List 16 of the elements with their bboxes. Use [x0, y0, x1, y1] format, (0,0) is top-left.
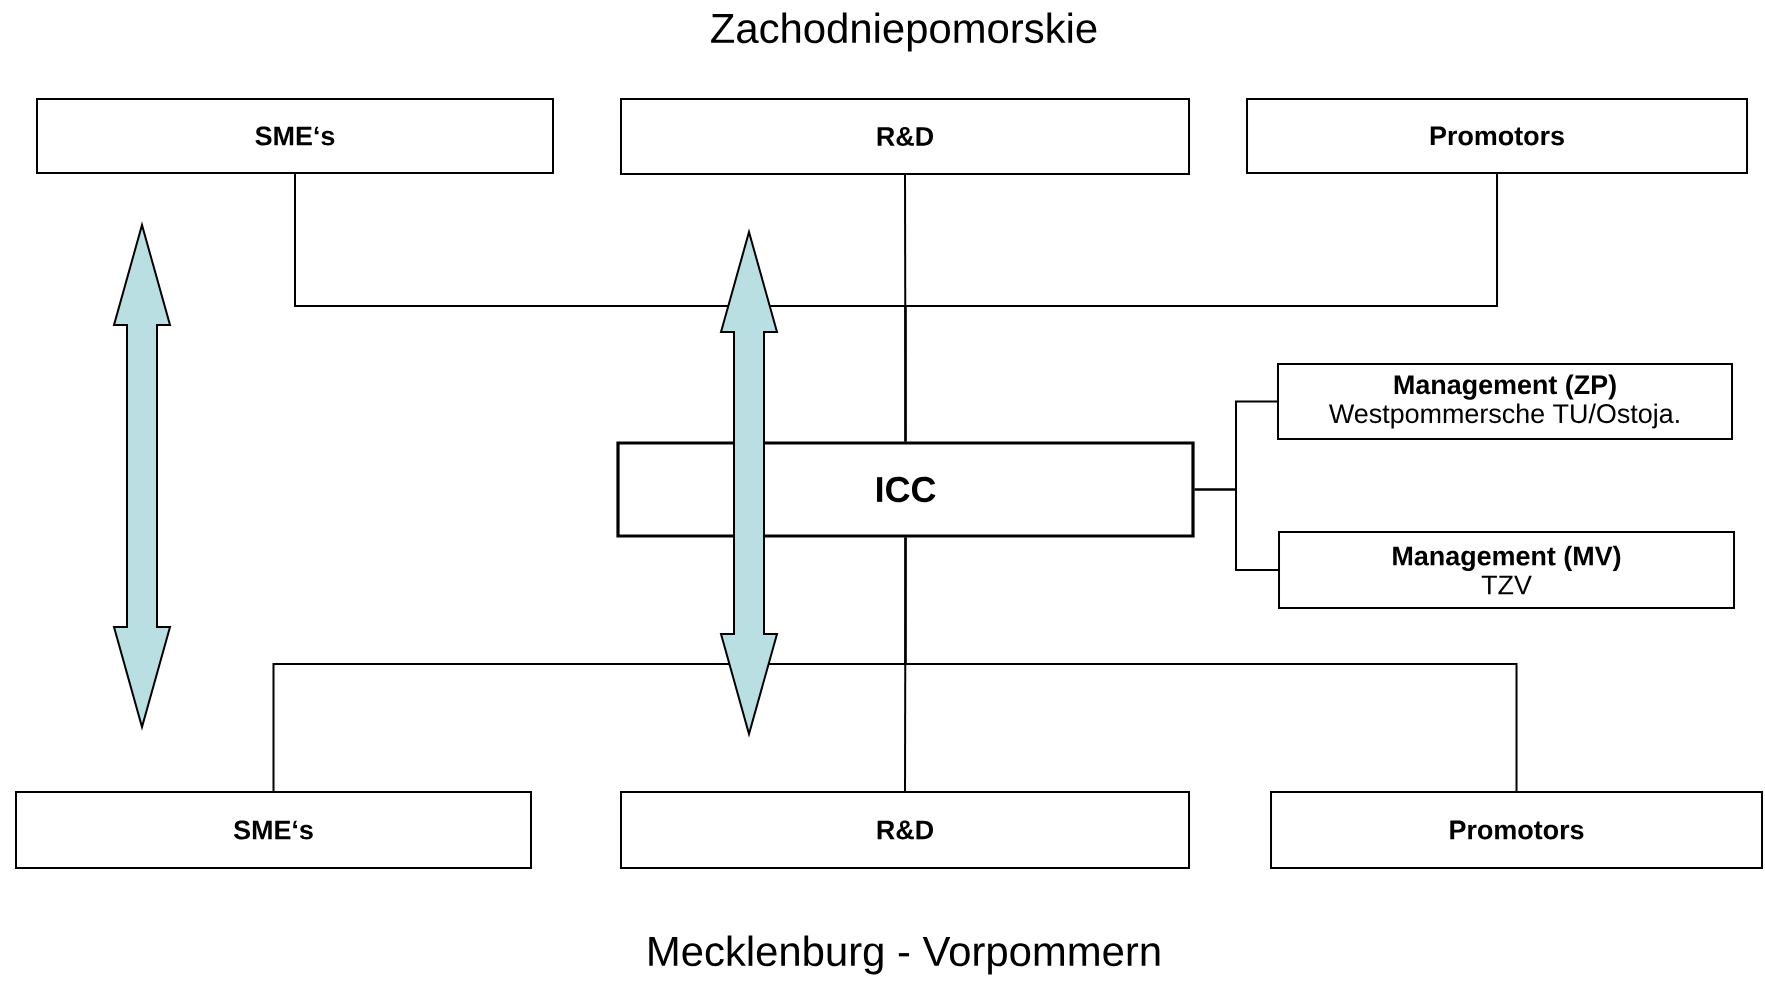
connector-line	[904, 173, 1498, 443]
process-box: Promotors	[1246, 98, 1748, 174]
process-box: R&D	[620, 791, 1190, 869]
process-box: R&D	[620, 98, 1190, 175]
connector-line	[904, 536, 907, 792]
process-box: ICC	[616, 441, 1195, 538]
process-box: SME‘s	[15, 791, 532, 869]
process-box: Promotors	[1270, 791, 1763, 869]
region-label: Mecklenburg - Vorpommern	[649, 935, 1160, 975]
connector-line	[904, 536, 1518, 792]
process-box: Management (ZP) Westpommersche TU/Ostoja.	[1277, 363, 1733, 440]
connector-line	[1193, 488, 1279, 571]
region-label: Zachodniepomorskie	[711, 12, 1097, 52]
connector-line	[904, 174, 907, 443]
process-box: SME‘s	[36, 98, 554, 174]
process-box: Management (MV) TZV	[1278, 531, 1735, 609]
